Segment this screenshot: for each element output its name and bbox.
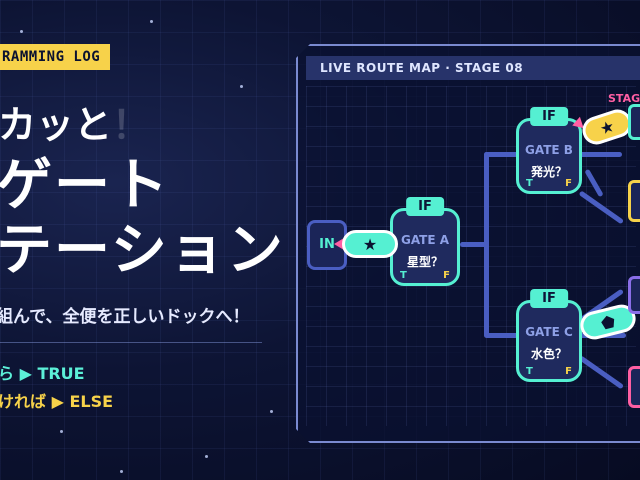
stage-tag: STAG (608, 92, 640, 105)
rule-else: ければ ▶ ELSE (0, 392, 114, 411)
gate-node-b[interactable]: IF GATE B 発光？ T F (516, 107, 582, 194)
gate-name: GATE C (525, 325, 573, 339)
false-port[interactable]: F (443, 270, 450, 281)
node-if-label: IF (530, 289, 568, 308)
dock-pink[interactable] (628, 366, 640, 408)
hero-title-line-2: テーション (0, 218, 285, 283)
token-tail (334, 238, 344, 250)
gate-node-c[interactable]: IF GATE C 水色？ T F (516, 289, 582, 382)
dock-purple[interactable] (628, 276, 640, 314)
gate-question: 星型？ (406, 255, 443, 269)
rule-true: ら ▶ TRUE (0, 364, 85, 383)
true-port[interactable]: T (526, 178, 533, 189)
dock-yellow[interactable] (628, 180, 640, 222)
gate-question: 発光？ (530, 165, 567, 179)
wire (460, 242, 488, 247)
category-tag: RAMMING LOG (0, 44, 111, 70)
true-port[interactable]: T (526, 366, 533, 377)
panel-header: LIVE ROUTE MAP · STAGE 08 (306, 56, 640, 80)
hero-subtitle-text: カッと (0, 103, 113, 147)
node-if-label: IF (530, 107, 568, 126)
wire (580, 152, 622, 157)
false-port[interactable]: F (565, 366, 572, 377)
wire (484, 152, 518, 157)
false-port[interactable]: F (565, 178, 572, 189)
wire (484, 152, 489, 337)
hero-subtitle-ghost: ！ (112, 103, 151, 147)
gate-name: GATE B (525, 143, 573, 157)
gate-node-a[interactable]: IF GATE A 星型？ T F (390, 197, 460, 286)
divider (0, 342, 262, 343)
node-if-label: IF (406, 197, 444, 216)
gate-name: GATE A (400, 233, 450, 247)
hero-description: 組んで、全便を正しいドックへ！ (0, 307, 250, 327)
hero-subtitle: カッと！ (0, 94, 150, 149)
cargo-token-star[interactable]: ★ (342, 230, 398, 258)
true-port[interactable]: T (400, 270, 407, 281)
hero-title-line-1: ゲート (0, 153, 170, 218)
dock-teal[interactable] (628, 104, 640, 140)
wire (484, 333, 518, 338)
gate-question: 水色？ (530, 347, 567, 361)
